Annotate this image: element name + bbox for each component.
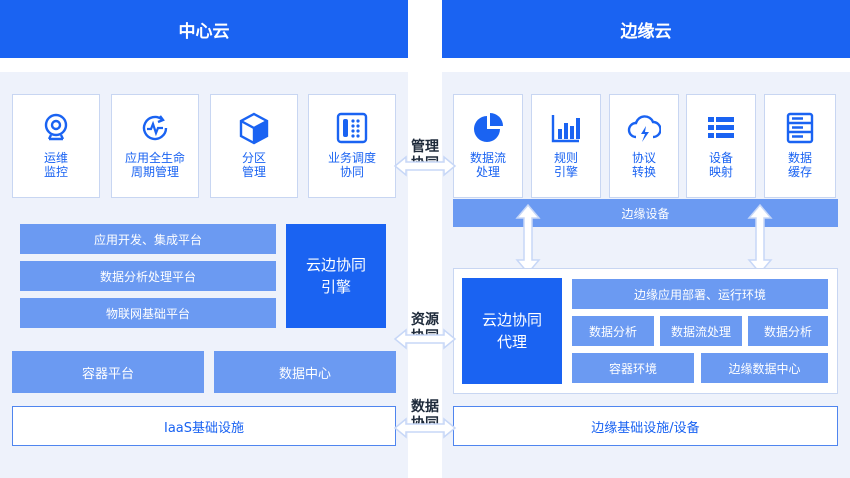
edge-device-bar: 边缘设备 [453,199,838,227]
phone-dial-icon [336,112,368,144]
center-cloud-title: 中心云 [178,21,230,42]
center-cloud-header: 中心云 [0,0,408,58]
pie-chart-icon [474,113,503,142]
edge-cloud-title: 边缘云 [620,21,672,42]
card-label: 数据流 处理 [469,151,506,179]
edge-cloud-header: 边缘云 [442,0,850,58]
vertical-double-arrow [515,203,541,275]
card-ops-monitor: 运维 监控 [12,94,100,198]
platform-iot: 物联网基础平台 [20,298,276,328]
webcam-icon [44,113,68,141]
cloud-bolt-icon [627,115,661,142]
card-lifecycle: 应用全生命 周期管理 [111,94,199,198]
horizontal-double-arrow [393,328,457,350]
card-scheduling: 业务调度 协同 [308,94,396,198]
cube-icon [239,112,269,145]
cloud-edge-agent: 云边协同 代理 [462,278,562,384]
data-analysis-box: 数据分析 [748,316,828,346]
card-rule-engine: 规则 引擎 [531,94,601,198]
iaas-infrastructure: IaaS基础设施 [12,406,396,446]
bar-chart-icon [551,115,580,143]
stream-processing-box: 数据流处理 [660,316,742,346]
list-icon [708,117,734,138]
data-analysis-box: 数据分析 [572,316,654,346]
edge-infrastructure: 边缘基础设施/设备 [453,406,838,446]
horizontal-double-arrow [393,417,457,439]
server-icon [786,112,814,144]
lifecycle-icon [142,115,168,141]
card-data-cache: 数据 缓存 [764,94,836,198]
vertical-double-arrow [747,203,773,275]
card-label: 设备 映射 [708,151,733,179]
horizontal-double-arrow [393,155,457,177]
card-partition: 分区 管理 [210,94,298,198]
container-platform: 容器平台 [12,351,204,393]
cloud-edge-engine: 云边协同 引擎 [286,224,386,328]
card-stream-processing: 数据流 处理 [453,94,523,198]
container-env: 容器环境 [572,353,694,383]
card-label: 分区 管理 [241,151,266,179]
edge-data-center: 边缘数据中心 [701,353,828,383]
card-label: 应用全生命 周期管理 [124,151,185,179]
platform-app-dev: 应用开发、集成平台 [20,224,276,254]
card-label: 协议 转换 [631,151,656,179]
card-device-mapping: 设备 映射 [686,94,756,198]
card-protocol-conversion: 协议 转换 [609,94,679,198]
edge-app-deploy: 边缘应用部署、运行环境 [572,279,828,309]
card-label: 运维 监控 [43,151,68,179]
data-center: 数据中心 [214,351,396,393]
platform-data-analysis: 数据分析处理平台 [20,261,276,291]
card-label: 规则 引擎 [553,151,578,179]
card-label: 业务调度 协同 [327,151,376,179]
card-label: 数据 缓存 [787,151,812,179]
